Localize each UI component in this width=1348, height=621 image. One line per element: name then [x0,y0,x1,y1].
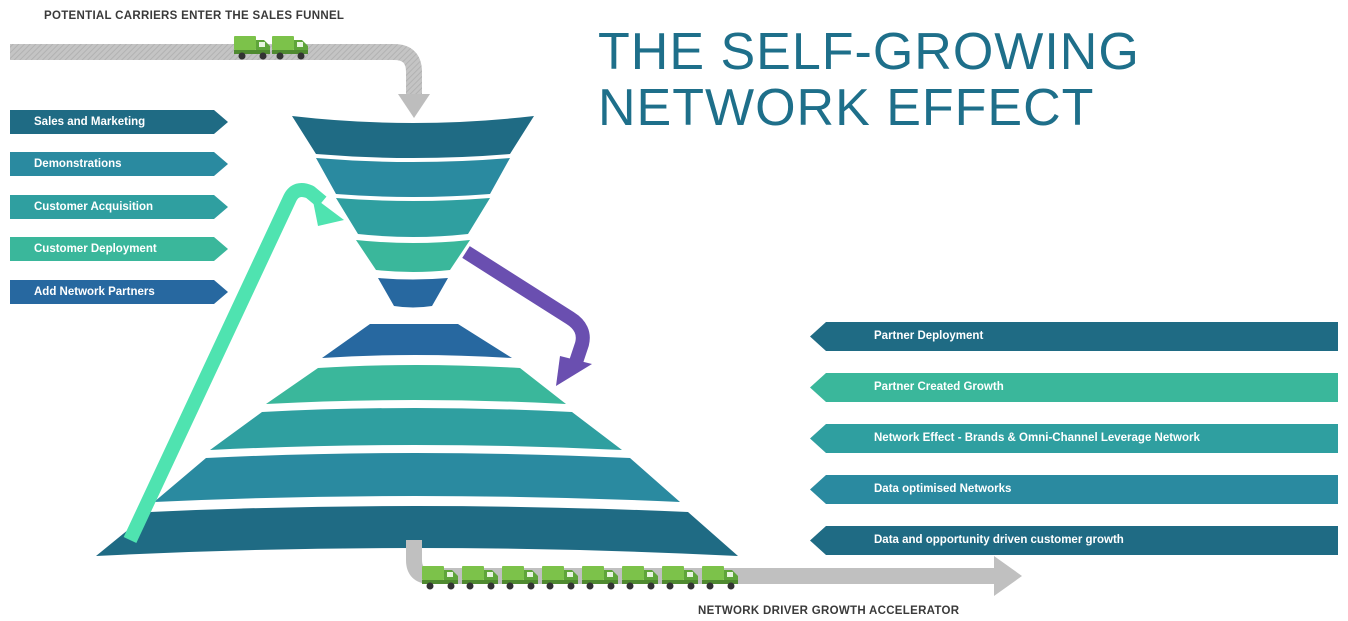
funnel-label-customer-acquisition: Customer Acquisition [10,195,228,219]
funnel-label-demonstrations: Demonstrations [10,152,228,176]
funnel-label-customer-deployment: Customer Deployment [10,237,228,261]
network-label-partner-deployment: Partner Deployment [810,322,1338,351]
funnel-layer-1 [292,116,534,158]
network-pyramid [96,324,738,556]
truck-icon [662,566,698,590]
truck-icon [502,566,538,590]
top-caption: POTENTIAL CARRIERS ENTER THE SALES FUNNE… [44,10,345,22]
bottom-caption: NETWORK DRIVER GROWTH ACCELERATOR [698,605,960,617]
truck-icon [272,36,308,60]
transfer-arrow [462,246,592,386]
bottom-trucks [422,566,738,590]
truck-icon [542,566,578,590]
funnel-label-add-network-partners: Add Network Partners [10,280,228,304]
sales-funnel [292,116,534,308]
network-label-data-optimised: Data optimised Networks [810,475,1338,504]
pyramid-layer-4 [154,453,680,502]
pyramid-layer-1 [322,324,512,358]
pyramid-layer-3 [210,408,622,450]
truck-icon [462,566,498,590]
top-trucks [234,36,308,60]
network-label-network-effect: Network Effect - Brands & Omni-Channel L… [810,424,1338,453]
truck-icon [622,566,658,590]
truck-icon [702,566,738,590]
funnel-layer-2 [316,158,510,197]
funnel-layer-4 [356,240,470,272]
network-label-partner-created-growth: Partner Created Growth [810,373,1338,402]
title-line-2: NETWORK EFFECT [598,79,1095,137]
title-line-1: THE SELF-GROWING [598,23,1140,81]
truck-icon [422,566,458,590]
entry-arrow [10,44,430,118]
pyramid-layer-2 [266,365,566,404]
funnel-layer-5 [378,278,448,308]
funnel-label-sales-marketing: Sales and Marketing [10,110,228,134]
feedback-arrow [123,183,344,543]
network-label-data-opportunity: Data and opportunity driven customer gro… [810,526,1338,555]
truck-icon [582,566,618,590]
funnel-layer-3 [336,198,490,237]
pyramid-layer-5 [96,506,738,556]
truck-icon [234,36,270,60]
